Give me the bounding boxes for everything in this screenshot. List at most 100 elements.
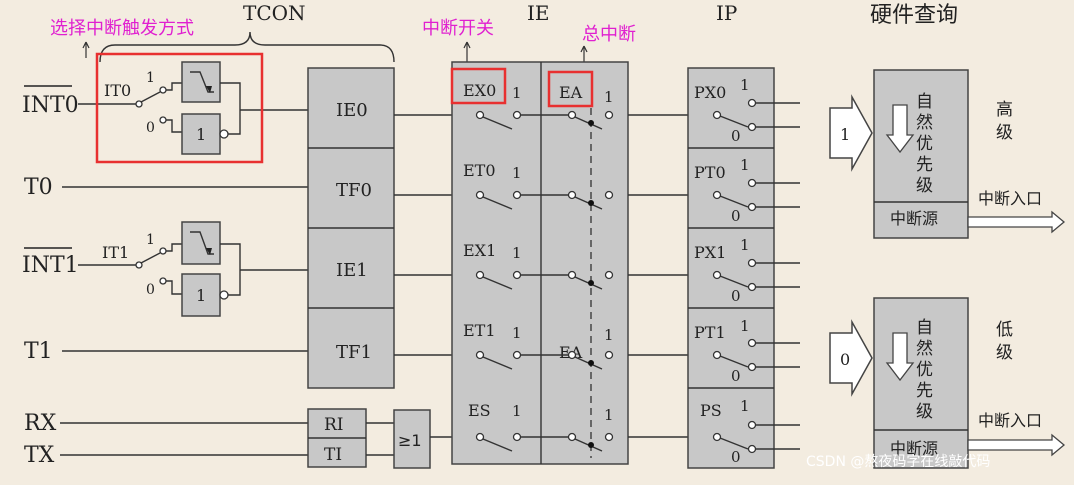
or-gate [393, 409, 431, 469]
svg-text:1: 1 [512, 324, 522, 342]
ti-flag: TI [324, 445, 342, 465]
svg-text:1: 1 [512, 402, 522, 420]
switch-contact [567, 190, 577, 200]
switch-contact [475, 350, 485, 360]
ip-switch-graphics [712, 98, 800, 454]
ip-priority-switches: PX0 PT0 PX1 PT1 PS 1 0 1 0 1 0 1 0 1 0 [694, 76, 750, 466]
switch-contact [475, 110, 485, 120]
es-bit: ES [468, 401, 491, 420]
svg-text:1: 1 [196, 286, 206, 305]
switch-contact [604, 432, 614, 442]
low-level-label: 低级 [992, 320, 1013, 366]
ea-bit: EA [559, 83, 583, 102]
tcon-header: TCON [243, 1, 306, 25]
switch-blade [719, 437, 749, 450]
svg-text:1: 1 [146, 70, 155, 86]
ex0-highlight [450, 67, 507, 105]
edge-trigger-block [181, 61, 221, 103]
switch-contact [747, 122, 757, 132]
gang-dot [588, 120, 594, 126]
ie-header: IE [527, 1, 550, 25]
switch-contact [747, 362, 757, 372]
svg-text:1: 1 [604, 326, 614, 344]
tx-label: TX [24, 443, 55, 468]
ie1-flag: IE1 [336, 260, 368, 281]
switch-blade [719, 195, 749, 208]
int1-label: INT1 [22, 253, 79, 278]
svg-text:1: 1 [604, 406, 614, 424]
svg-text:0: 0 [146, 120, 155, 136]
watermark: CSDN @熬夜码字在线敲代码 [806, 453, 990, 470]
switch-contact [712, 432, 722, 442]
switch-contact [512, 190, 522, 200]
svg-text:0: 0 [146, 282, 155, 298]
switch-contact [512, 110, 522, 120]
svg-text:1: 1 [604, 88, 614, 106]
gang-dot [588, 442, 594, 448]
switch-contact [567, 350, 577, 360]
switch-contact [512, 432, 522, 442]
high-priority-down-arrow-icon [885, 104, 915, 154]
gang-dot [588, 280, 594, 286]
svg-text:0: 0 [731, 287, 741, 305]
ip-header: IP [716, 1, 737, 25]
low-priority-arrow [829, 319, 873, 397]
trigger-mode-highlight [95, 52, 264, 164]
low-priority-block: 0 自然优先级 中断源 低级 中断入口 [829, 297, 1066, 469]
svg-text:0: 0 [840, 350, 850, 369]
svg-text:1: 1 [740, 397, 750, 415]
rx-label: RX [24, 411, 57, 436]
tcon-brace [99, 31, 395, 63]
svg-text:1: 1 [146, 232, 155, 248]
high-priority-arrow [829, 94, 873, 172]
ex0-bit: EX0 [463, 81, 496, 100]
tcon-flags-column: IE0 TF0 IE1 TF1 [307, 67, 395, 389]
svg-text:1: 1 [740, 76, 750, 94]
gang-dot [588, 200, 594, 206]
switch-contact [747, 202, 757, 212]
int0-trigger-selector: IT0 1 0 1 [96, 61, 308, 155]
svg-text:0: 0 [731, 127, 741, 145]
switch-blade [719, 275, 749, 288]
low-interrupt-entry: 中断入口 [978, 411, 1042, 430]
pt0-bit: PT0 [694, 163, 726, 182]
switch-contact [567, 110, 577, 120]
hardware-query-header: 硬件查询 [870, 3, 958, 28]
switch-contact [712, 110, 722, 120]
svg-text:0: 0 [731, 207, 741, 225]
et0-bit: ET0 [463, 161, 496, 180]
switch-contact [747, 444, 757, 454]
ie0-flag: IE0 [336, 100, 368, 121]
high-natural-priority: 自然优先级 [912, 92, 933, 197]
switch-contact [747, 258, 757, 268]
it0-label: IT0 [104, 81, 131, 100]
switch-contact [712, 270, 722, 280]
t1-label: T1 [24, 339, 53, 364]
high-level-label: 高级 [992, 100, 1013, 146]
et1-bit: ET1 [463, 321, 496, 340]
it1-label: IT1 [102, 243, 129, 262]
pt1-bit: PT1 [694, 323, 726, 342]
svg-text:1: 1 [740, 236, 750, 254]
switch-blade [719, 355, 749, 368]
switch-contact [604, 110, 614, 120]
svg-text:0: 0 [731, 367, 741, 385]
ea-highlight [547, 70, 594, 108]
low-priority-query-box [873, 297, 969, 469]
switch-blade [719, 115, 749, 128]
low-natural-priority: 自然优先级 [912, 318, 933, 423]
global-int-annotation: 总中断 [582, 24, 636, 45]
px0-bit: PX0 [694, 83, 726, 102]
switch-contact [712, 190, 722, 200]
serial-flags: RI TI ≥1 [307, 408, 431, 469]
high-entry-arrow-icon [967, 210, 1066, 234]
ie-register-column [451, 61, 629, 465]
low-priority-down-arrow-icon [885, 332, 915, 382]
switch-contact [604, 190, 614, 200]
ex1-bit: EX1 [463, 241, 496, 260]
switch-contact [475, 432, 485, 442]
switch-contact [604, 270, 614, 280]
switch-contact [747, 98, 757, 108]
switch-blade [482, 116, 513, 130]
